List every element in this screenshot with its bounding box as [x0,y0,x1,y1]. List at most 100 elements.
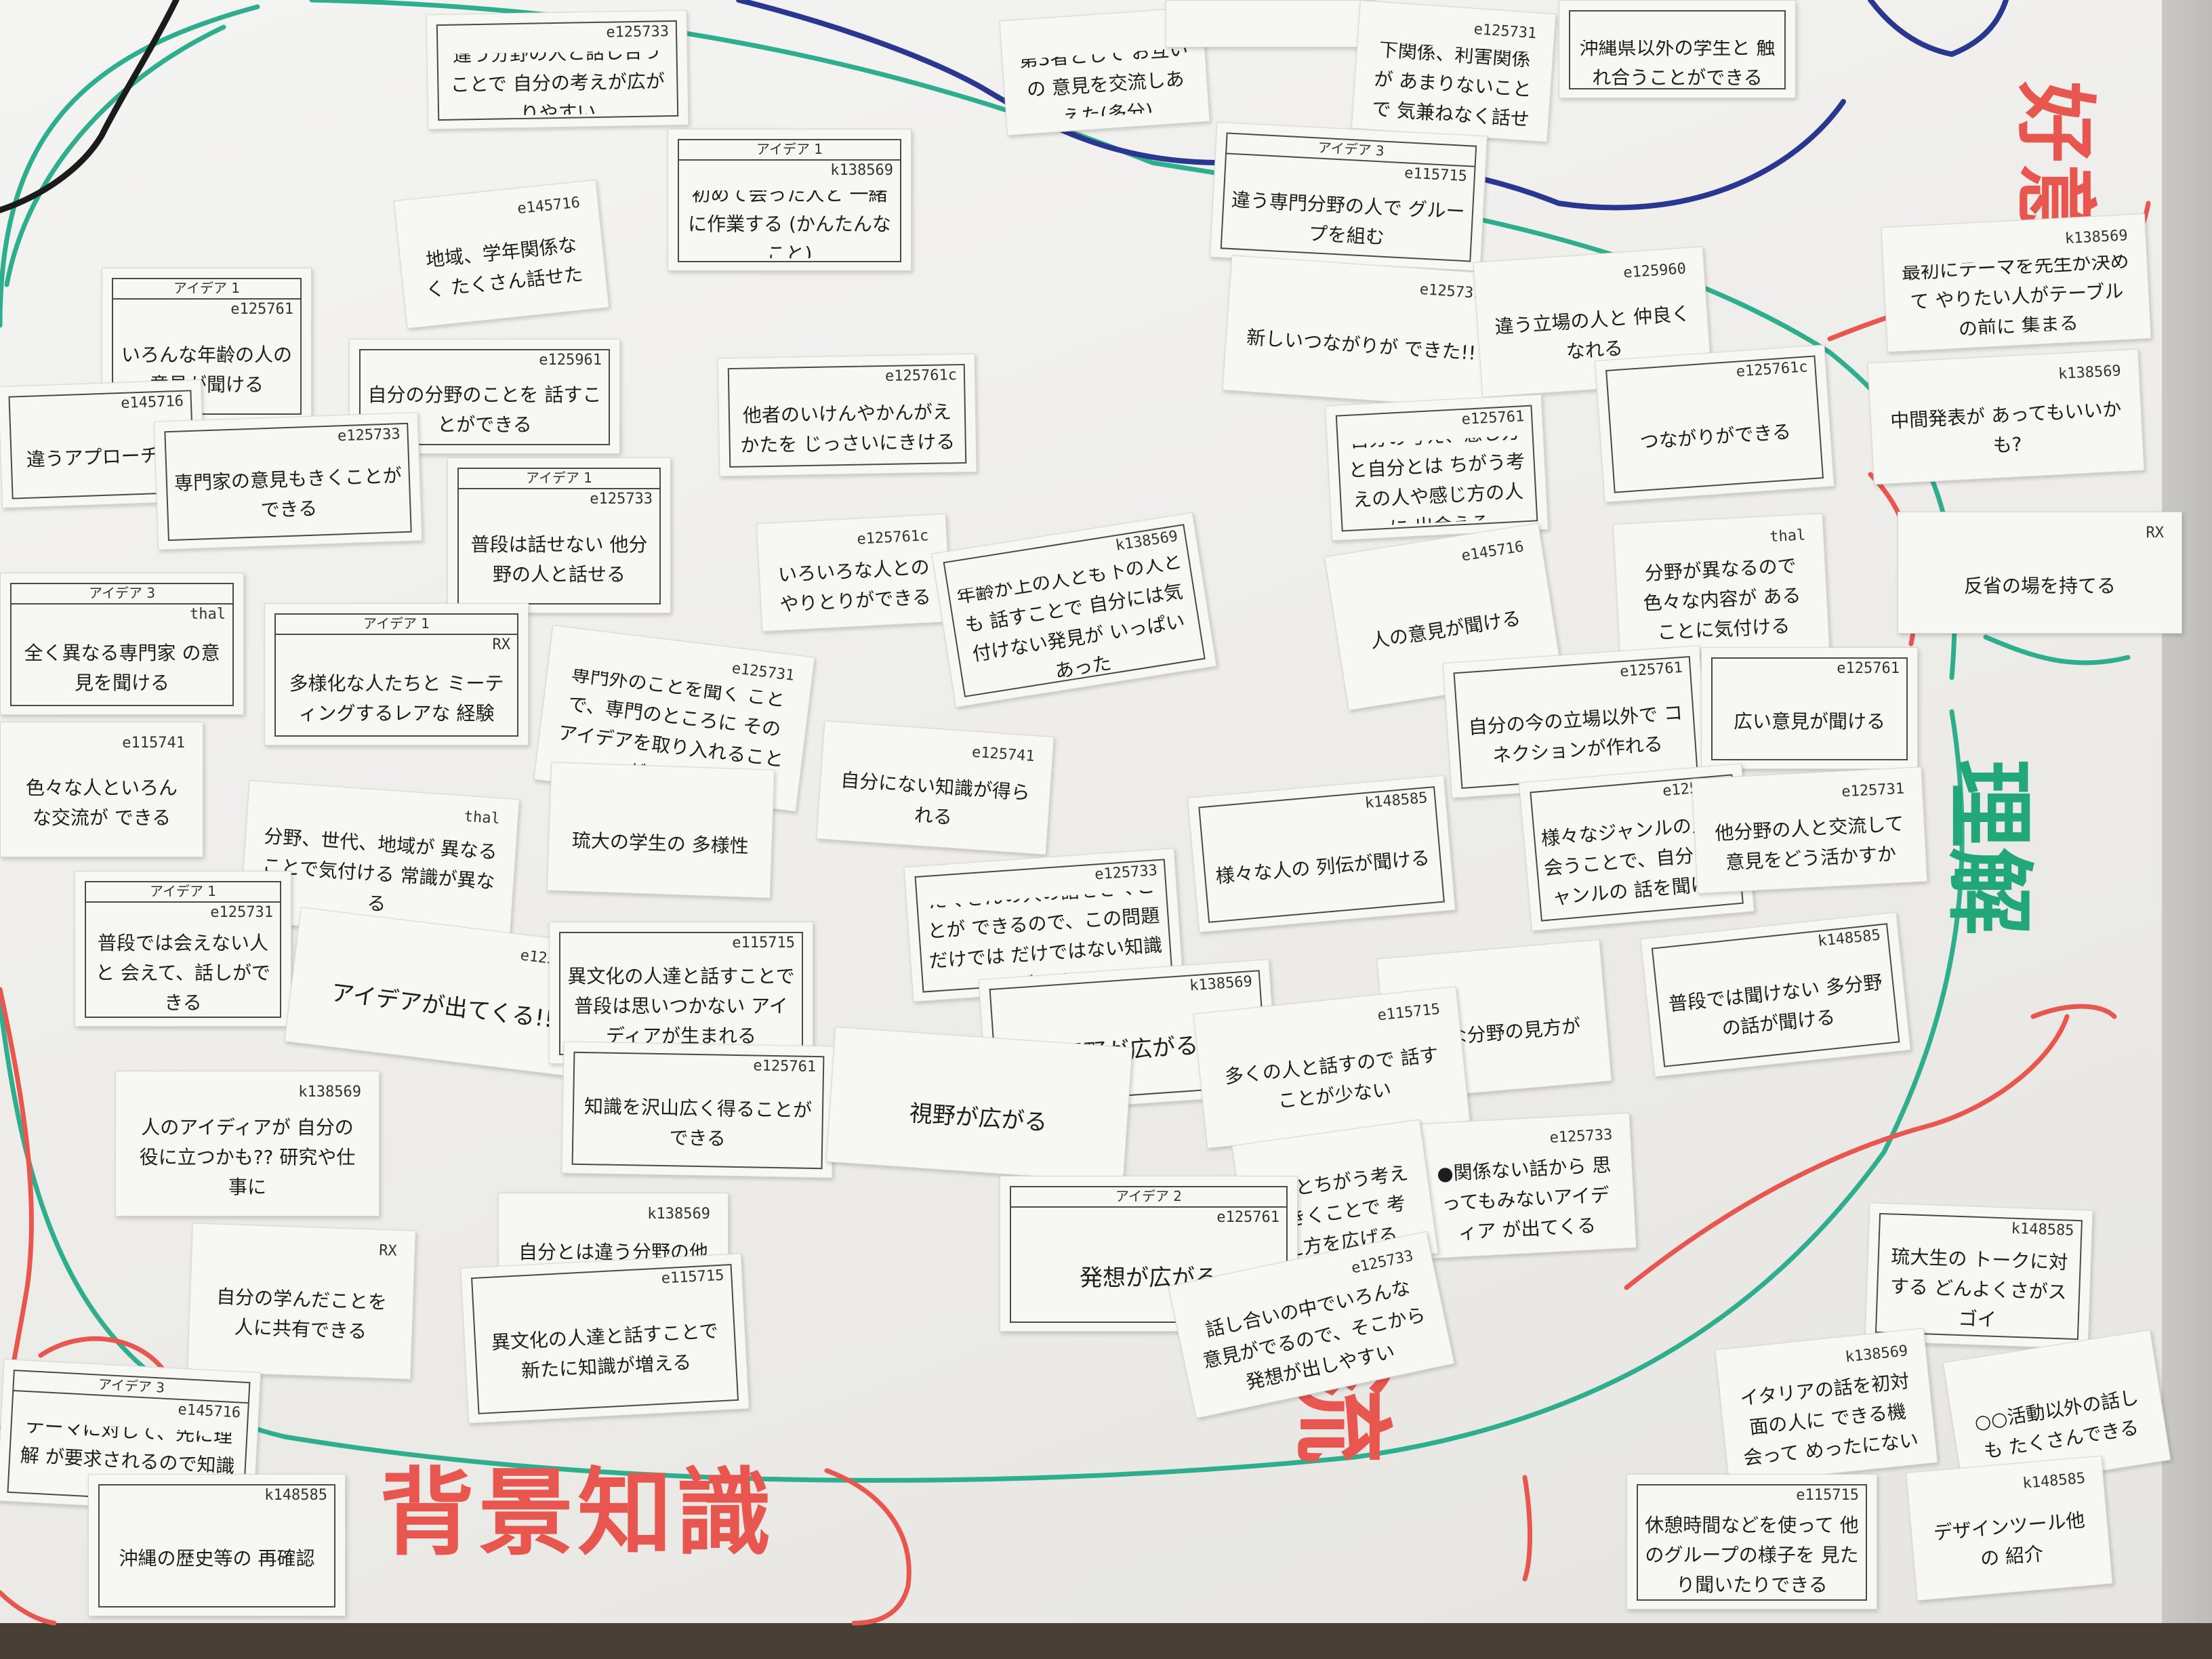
note-author-code: k138569 [1844,1343,1909,1366]
note-author-code: k138569 [1114,527,1179,555]
note-author-code: e125761 [1619,659,1683,681]
note-text: 色々な人といろんな交流が できる [25,777,178,829]
note-text: 知識を沢山広く得ることが できる [583,1094,813,1150]
sticky-note: e115715 異文化の人達と話すことで 普段は思いつかない アイディアが生まれる [549,922,813,1064]
note-text: 分野が異なるので 色々な内容が あることに気付ける [1642,554,1802,644]
note-author-code: e125761 [1216,1209,1279,1226]
note-idea-header: アイデア 1 [274,613,518,635]
note-author-code: e125731 [731,659,796,685]
note-author-code: e125733 [337,426,401,445]
note-text: 琉大生の トークに対する どんよくさがスゴイ [1889,1244,2068,1331]
note-text: 様々な人の 列伝が聞ける [1214,846,1431,888]
note-author-code: e125731 [210,904,273,921]
note-idea-header: アイデア 1 [85,881,281,903]
note-author-code: e115741 [122,735,185,752]
note-text: 初めて会った人と 一緒に作業する (かんたんなこと) [688,190,891,258]
note-idea-header: アイデア 1 [678,139,901,161]
note-author-code: e115715 [732,935,795,951]
note-text: ワークショップ 上下関係、利害関係が あまりないことで 気兼ねなく話せる [1371,41,1536,129]
sticky-note: e125761 広い意見が聞ける [1701,647,1918,769]
note-author-code: e125761c [884,367,958,386]
note-text: 広い意見が聞ける [1733,710,1885,733]
note-idea-header: アイデア 3 [1225,132,1477,167]
note-author-code: k148585 [264,1487,327,1504]
sticky-note: e125761 知識を沢山広く得ることが できる [561,1041,835,1179]
note-text: 自分にない知識が得られる [840,768,1031,829]
note-text: 自分の今の立場以外で コネクションが作れる [1467,701,1684,767]
teal-marker-stroke-right [1983,634,2131,665]
note-author-code: e125761c [1735,359,1809,381]
sticky-note: e115715 休憩時間などを使って 他のグループの様子を 見たり聞いたりできる [1626,1474,1877,1610]
sticky-note: e145716 地域、学年関係なく たくさん話せた [393,179,610,329]
note-text: 自分の考え、感じ方と自分とは ちがう考えの人や感じ方の人に 出会える [1347,434,1526,527]
sticky-note: 琉大の学生の 多様性 [546,762,775,899]
note-text: 反省の場を持てる [1963,575,2116,597]
note-text: 休憩時間などを使って 他のグループの様子を 見たり聞いたりできる [1645,1514,1859,1596]
note-author-code: thal [190,606,226,623]
note-text: 新しいつながりが できた!! [1246,326,1477,365]
note-text: 普段では聞けない 多分野の話が聞ける [1667,970,1884,1040]
sticky-note: e115741 色々な人といろんな交流が できる [0,722,203,857]
marker-label-haikei: 背景知識 [380,1458,776,1569]
table-edge [0,1623,2212,1659]
note-text: 異文化の人達と話すことで 新たに知識が増える [491,1319,719,1382]
note-text: 異文化の人達と話すことで 普段は思いつかない アイディアが生まれる [567,965,795,1047]
sticky-note: e125733●関係ない話から 思ってもみないアイディア が出てくる [1412,1112,1637,1260]
note-author-code: e125731 [1473,20,1538,43]
note-text: 他分野の人と交流して 意見をどう活かすか [1714,812,1905,874]
note-text: 最初にテーマを先生が決めて やりたい人がテーブルの前に 集まる [1901,254,2130,339]
note-author-code: e125731 [1841,780,1905,801]
note-text: 普段では会えない人と 会えて、話しができる [95,933,271,1014]
note-text: 琉大の学生の 多様性 [571,829,750,858]
note-text: 自分の学んだことを 人に共有できる [216,1285,388,1343]
note-author-code: e145716 [516,194,581,218]
red-marker-stroke-bottom [824,1468,1532,1626]
note-author-code: e125731 [1418,281,1483,303]
note-author-code: k138569 [298,1084,361,1101]
note-author-code: k148585 [1364,790,1429,813]
note-author-code: e115715 [1796,1487,1859,1504]
note-author-code: e115715 [1376,1000,1441,1025]
sticky-note: e125761 自分の考え、感じ方と自分とは ちがう考えの人や感じ方の人に 出会え… [1324,394,1549,541]
note-author-code: thal [463,808,501,828]
note-author-code: e125761 [1837,660,1900,677]
note-text: 多くの人と話すので 話すことが少ない [1223,1043,1440,1113]
note-author-code: e125741 [971,743,1036,766]
sticky-note: 沖縄県以外の学生と 触れ合うことができる [1559,0,1796,98]
note-text: 視野が広がる [908,1099,1048,1137]
sticky-note: e125731 他分野の人と交流して 意見をどう活かすか [1691,766,1928,894]
sticky-note: 視野が広がる [825,1026,1133,1183]
navy-marker-stroke-corner [1868,0,2009,58]
sticky-note: e125761c 他者のいけんやかんがえかたを じっさいにきける [717,353,977,477]
note-author-code: e125761 [1460,408,1525,428]
note-text: 地域、学年関係なく たくさん話せた [424,233,584,302]
note-author-code: e125761 [753,1057,817,1076]
note-author-code: k138569 [2064,227,2129,248]
note-idea-header: アイデア 1 [112,278,302,300]
sticky-note: e125731ワークショップ 上下関係、利害関係が あまりないことで 気兼ねなく… [1351,0,1557,142]
note-text: デザインツール他の 紹介 [1932,1509,2086,1570]
marker-label-rika: 理解 [1938,759,2041,936]
note-text: 他者のいけんやかんがえかたを じっさいにきける [740,400,956,457]
black-marker-stroke [0,0,180,213]
note-author-code: k138569 [647,1206,710,1223]
note-author-code: e125960 [1622,260,1687,282]
